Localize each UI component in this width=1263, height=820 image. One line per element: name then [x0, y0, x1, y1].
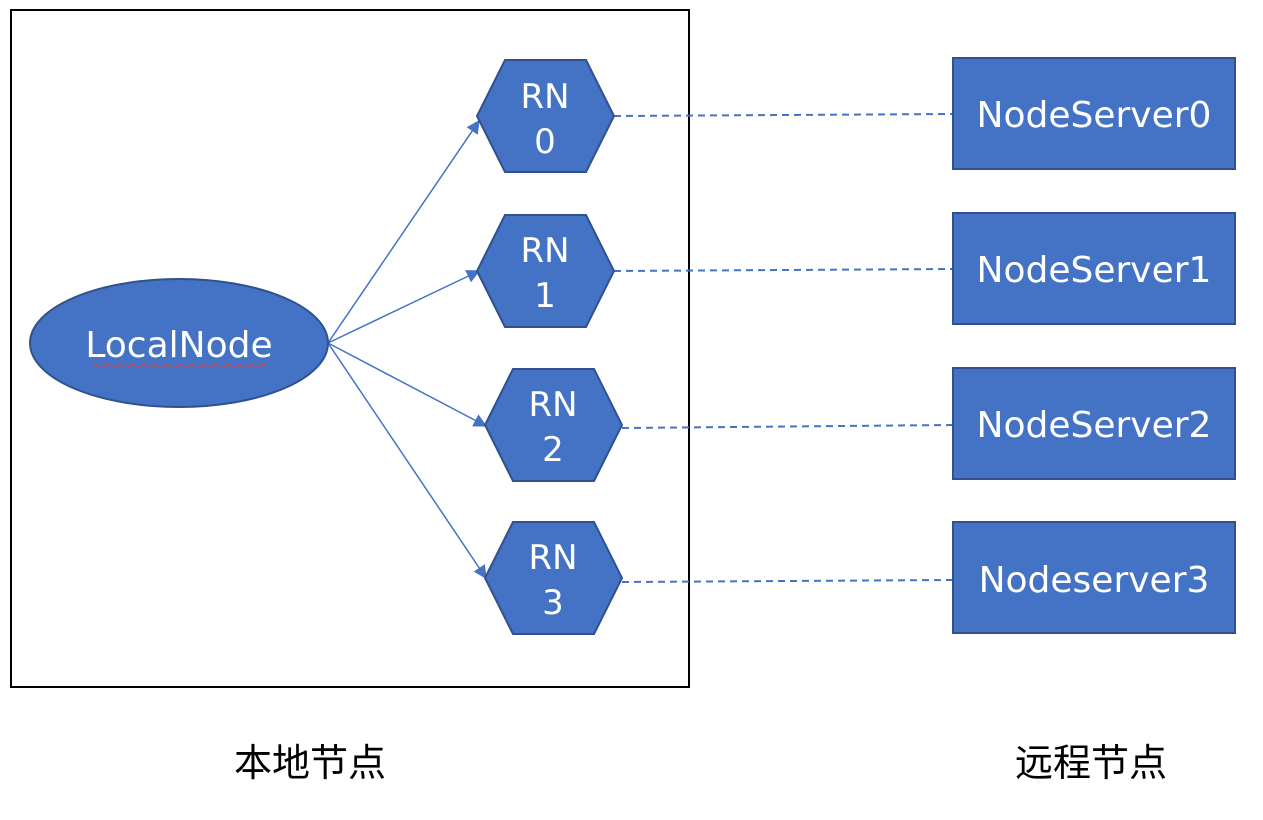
arrow-to-rn-0 [327, 119, 480, 344]
rn-node-3-label: RN [528, 538, 577, 578]
rn-node-0: RN 0 [475, 59, 616, 173]
caption-local: 本地节点 [234, 741, 386, 785]
rn-node-3-index: 3 [542, 583, 564, 623]
caption-remote: 远程节点 [1015, 741, 1167, 785]
rn-node-0-index: 0 [534, 122, 556, 162]
local-node-label: LocalNode [85, 325, 272, 366]
rn-node-0-label: RN [520, 77, 569, 117]
node-server-1-label: NodeServer1 [977, 250, 1212, 291]
spellcheck-underline [92, 364, 268, 368]
rn-node-1: RN 1 [475, 214, 616, 328]
link-rn-2-server [621, 424, 954, 429]
link-rn-0-server [613, 113, 954, 117]
arrow-to-rn-1 [327, 270, 481, 344]
node-server-1: NodeServer1 [952, 212, 1236, 325]
local-node: LocalNode [29, 278, 329, 408]
rn-node-2-label: RN [528, 385, 577, 425]
arrow-to-rn-3 [327, 342, 487, 580]
link-rn-1-server [613, 268, 954, 272]
node-server-3-label: Nodeserver3 [979, 560, 1210, 601]
link-rn-3-server [621, 579, 954, 583]
node-server-2: NodeServer2 [952, 367, 1236, 480]
rn-node-1-label: RN [520, 231, 569, 271]
rn-node-3: RN 3 [483, 521, 624, 635]
rn-node-1-index: 1 [534, 276, 556, 316]
rn-node-2-index: 2 [542, 430, 564, 470]
local-frame [10, 9, 690, 688]
node-server-0: NodeServer0 [952, 57, 1236, 170]
node-server-2-label: NodeServer2 [977, 405, 1212, 446]
node-server-3: Nodeserver3 [952, 521, 1236, 634]
arrow-to-rn-2 [327, 342, 488, 427]
rn-node-2: RN 2 [483, 368, 624, 482]
node-server-0-label: NodeServer0 [977, 95, 1212, 136]
